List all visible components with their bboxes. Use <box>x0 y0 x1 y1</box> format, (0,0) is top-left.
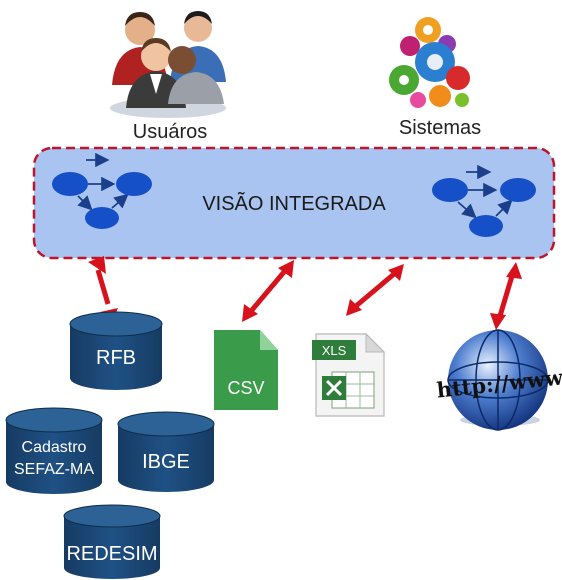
integration-panel <box>32 146 556 260</box>
integration-label: VISÃO INTEGRADA <box>202 191 386 215</box>
graph-left-icon <box>52 152 152 229</box>
arrow-xls <box>346 264 404 316</box>
users-label: Usuáros <box>133 121 207 143</box>
xls-label: XLS <box>322 343 347 358</box>
database-ibge-label: IBGE <box>142 451 190 473</box>
database-redesim-label: REDESIM <box>66 543 157 565</box>
arrow-web <box>490 262 522 330</box>
graph-right-icon <box>432 164 536 237</box>
arrow-csv <box>242 260 294 322</box>
systems-label: Sistemas <box>399 117 481 139</box>
database-sefaz: Cadastro SEFAZ-MA <box>5 407 103 494</box>
database-ibge: IBGE <box>117 411 215 492</box>
database-rfb: RFB <box>69 311 163 390</box>
gears-icon <box>389 17 470 108</box>
csv-label: CSV <box>227 378 264 398</box>
web-globe-icon: http://www <box>435 329 562 431</box>
xls-file-icon: XLS <box>312 332 386 417</box>
database-sefaz-label-line1: Cadastro <box>22 439 87 456</box>
csv-file-icon: CSV <box>214 330 278 410</box>
database-rfb-label: RFB <box>96 347 136 369</box>
users-icon <box>110 11 226 118</box>
database-redesim: REDESIM <box>63 504 161 579</box>
database-sefaz-label-line2: SEFAZ-MA <box>14 461 94 478</box>
